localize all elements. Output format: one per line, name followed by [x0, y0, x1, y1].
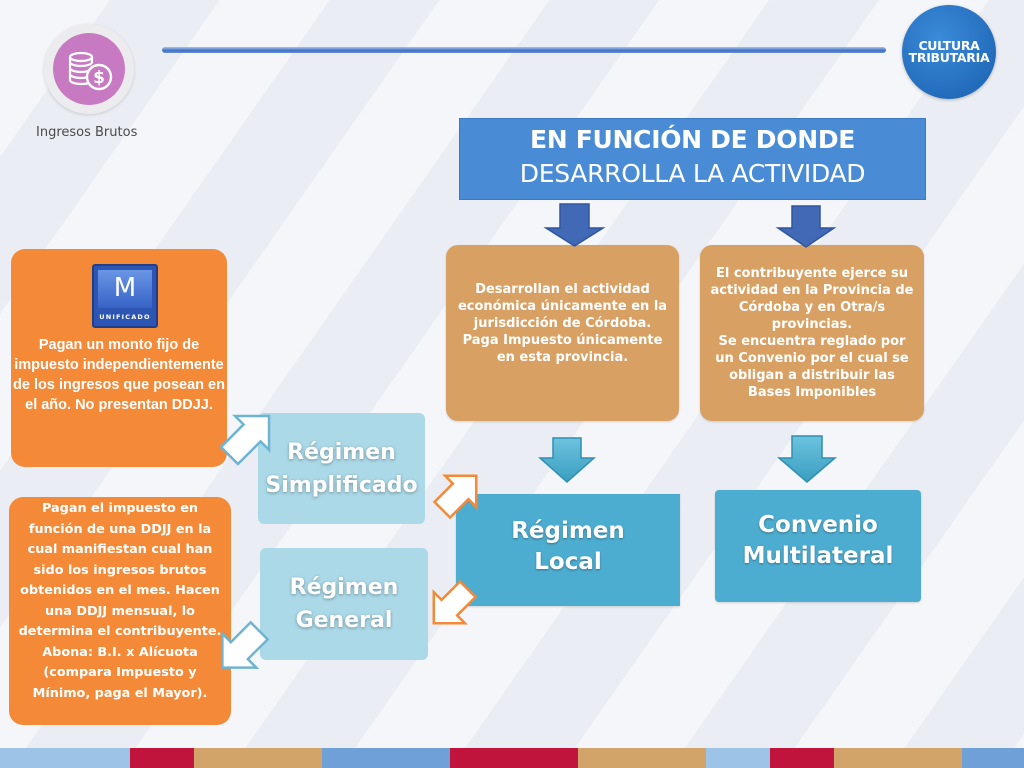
- regimen-local-box: Régimen Local: [456, 494, 680, 606]
- title-box: EN FUNCIÓN DE DONDE DESARROLLA LA ACTIVI…: [459, 118, 926, 200]
- bottom-bar-segment: [0, 748, 130, 768]
- coins-dollar-icon: $: [53, 33, 125, 105]
- regimen-local-line-2: Local: [534, 549, 602, 575]
- simplificado-line-2: Simplificado: [265, 472, 418, 498]
- m-letter: M: [98, 270, 152, 308]
- regimen-general-text: Pagan el impuesto en función de una DDJJ…: [18, 501, 222, 701]
- bottom-bar-segment: [322, 748, 450, 768]
- title-line-2: DESARROLLA LA ACTIVIDAD: [519, 159, 866, 188]
- arrow-down-left-icon: [432, 579, 478, 625]
- title-line-1: EN FUNCIÓN DE DONDE: [529, 125, 856, 154]
- convenio-line-1: Convenio: [758, 512, 878, 538]
- convenio-description-box: El contribuyente ejerce su actividad en …: [700, 245, 924, 421]
- convenio-line-2: Multilateral: [742, 543, 894, 569]
- general-line-2: General: [295, 608, 393, 633]
- cultura-tributaria-badge: CULTURA TRIBUTARIA: [902, 5, 996, 99]
- m-caption: UNIFICADO: [99, 313, 151, 321]
- monotributo-unificado-icon: M UNIFICADO: [92, 264, 158, 328]
- arrow-down-icon: [775, 205, 837, 248]
- local-description-box: Desarrollan el actividad económica única…: [446, 245, 679, 421]
- bottom-bar-segment: [962, 748, 1024, 768]
- bottom-color-bar: [0, 748, 1024, 768]
- bottom-bar-segment: [578, 748, 706, 768]
- general-line-1: Régimen: [289, 575, 399, 600]
- badge-line-2: TRIBUTARIA: [908, 50, 990, 65]
- arrow-down-icon: [538, 437, 596, 484]
- regimen-simplificado-box: Régimen Simplificado: [258, 413, 425, 524]
- convenio-multilateral-box: Convenio Multilateral: [715, 490, 921, 602]
- arrow-down-icon: [776, 435, 838, 483]
- badge-line-1: CULTURA: [918, 37, 980, 53]
- simplificado-line-1: Régimen: [287, 439, 396, 465]
- bottom-bar-segment: [706, 748, 770, 768]
- regimen-general-description-box: Pagan el impuesto en función de una DDJJ…: [9, 497, 231, 725]
- header-divider: [162, 47, 886, 53]
- arrow-up-left-icon: [432, 474, 478, 520]
- arrow-down-icon: [543, 203, 606, 247]
- bottom-bar-segment: [194, 748, 322, 768]
- convenio-description-text-2: Se encuentra reglado por un Convenio por…: [715, 334, 909, 400]
- regimen-local-line-1: Régimen: [511, 518, 625, 544]
- arrow-up-left-icon: [219, 414, 271, 466]
- monotributo-text: Pagan un monto fijo de impuesto independ…: [13, 337, 225, 413]
- bottom-bar-segment: [834, 748, 962, 768]
- arrow-down-left-icon: [221, 620, 270, 669]
- bottom-bar-segment: [130, 748, 194, 768]
- convenio-description-text-1: El contribuyente ejerce su actividad en …: [710, 266, 914, 332]
- bottom-bar-segment: [770, 748, 834, 768]
- svg-text:$: $: [93, 68, 105, 88]
- local-description-text: Desarrollan el actividad económica única…: [457, 282, 668, 365]
- bottom-bar-segment: [450, 748, 578, 768]
- regimen-general-box: Régimen General: [260, 548, 428, 660]
- logo-label: Ingresos Brutos: [36, 125, 138, 140]
